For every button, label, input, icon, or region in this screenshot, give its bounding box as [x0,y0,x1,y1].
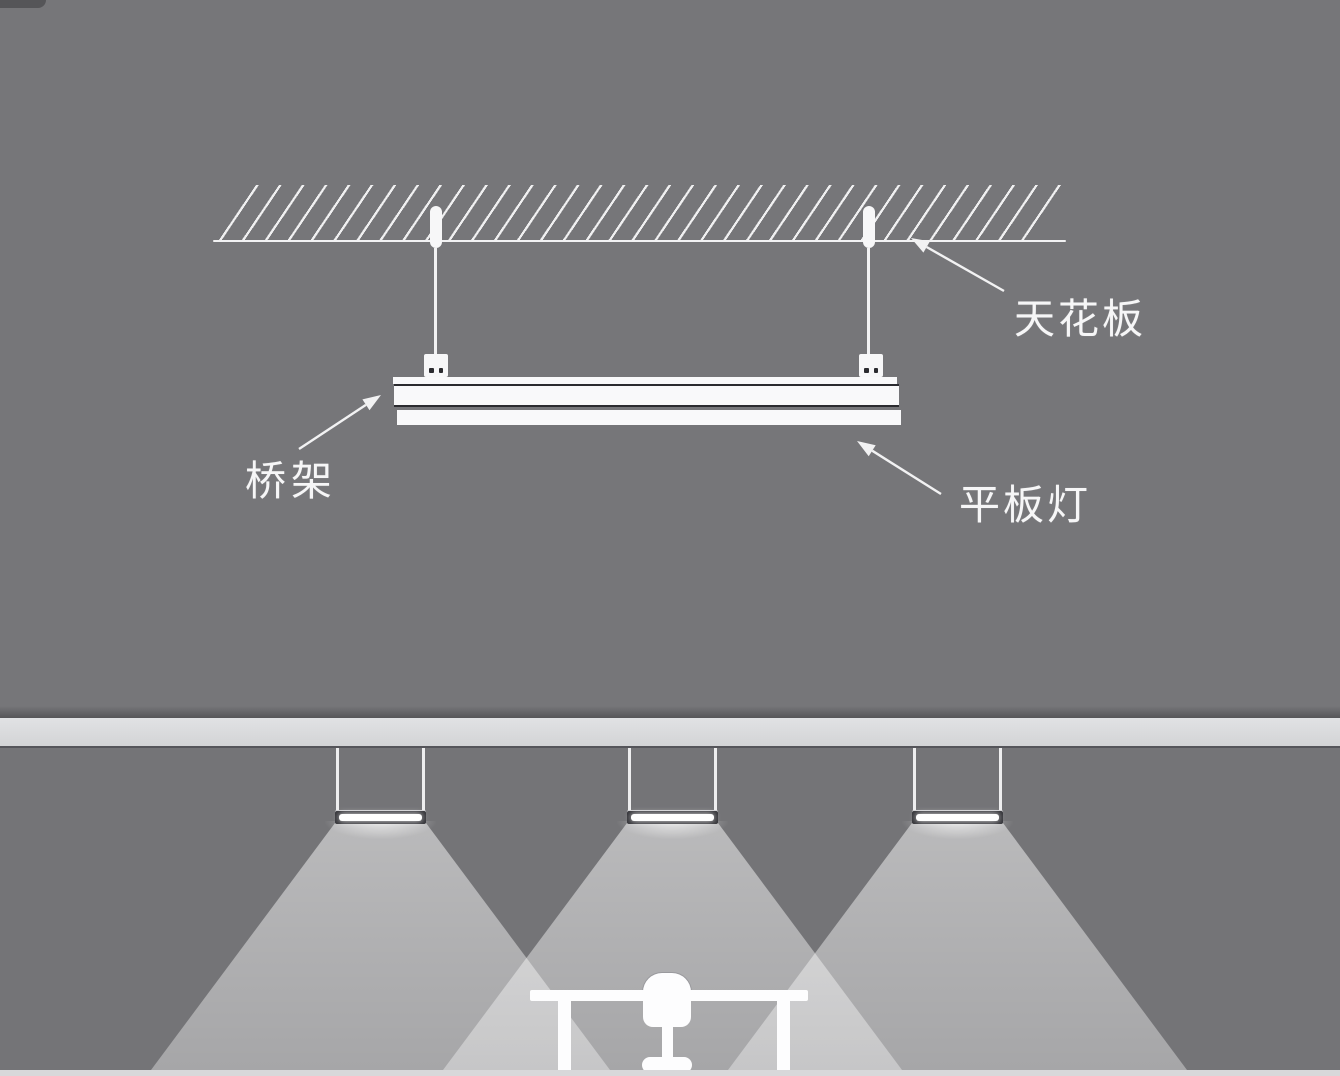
hanging-light [335,748,426,824]
suspension-anchor-left [430,206,442,248]
table-leg-right [777,1000,790,1071]
bracket-screw-icon [438,368,443,373]
mounting-bracket-left [424,354,448,377]
chair-base [642,1057,692,1073]
cable-tray-body [394,383,899,407]
suspension-cable-right [867,248,870,354]
floor-strip [0,1070,1340,1076]
panel-light-bar [397,409,901,425]
panel-light-label: 平板灯 [959,482,1091,528]
arrow-to-ceiling [911,238,1005,293]
suspension-anchor-right [863,206,875,248]
bracket-screw-icon [864,368,869,373]
light-housing [335,811,426,824]
arrow-to-panel-light [857,441,942,496]
light-glow [325,821,436,839]
light-lit-surface [916,814,999,821]
light-lit-surface [631,814,714,821]
light-housing [912,811,1003,824]
bracket-screw-icon [873,368,878,373]
table-top [530,990,808,1001]
ceiling-hatch [213,185,1065,242]
suspension-cable-left [434,248,437,354]
light-wire [336,748,339,811]
ceiling-label: 天花板 [1014,296,1146,342]
light-housing [627,811,718,824]
light-wire [999,748,1002,811]
corner-artifact [0,0,46,8]
hanging-light [912,748,1003,824]
light-glow [617,821,728,839]
light-glow [902,821,1013,839]
light-wire [628,748,631,811]
table-leg-left [558,1000,571,1071]
arrow-to-cable-tray [298,395,381,451]
cable-tray-label: 桥架 [245,458,337,504]
drop-ceiling-band [0,718,1340,748]
ceiling-line [213,239,1066,243]
hanging-light [627,748,718,824]
bracket-screw-icon [429,368,434,373]
mounting-bracket-right [859,354,883,377]
light-wire [714,748,717,811]
light-wire [422,748,425,811]
light-lit-surface [339,814,422,821]
section-divider-shadow [0,706,1340,718]
chair-stem [662,1026,673,1059]
cable-tray-lid [393,377,897,384]
chair-seat [643,1001,691,1027]
light-wire [913,748,916,811]
